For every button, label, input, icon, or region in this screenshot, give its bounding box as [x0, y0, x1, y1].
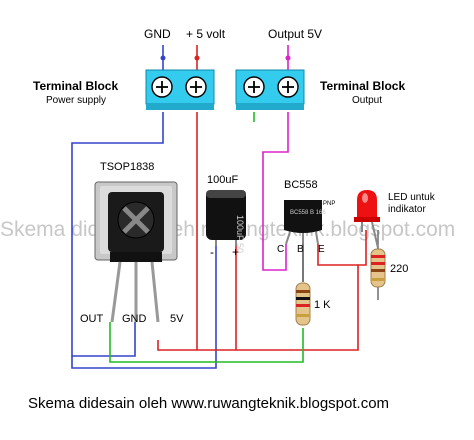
ir-sensor-name: TSOP1838 — [100, 161, 154, 173]
output-terminal-title: Terminal Block — [320, 79, 405, 93]
resistor-220-value: 220 — [390, 263, 408, 275]
footer-credit: Skema didesain oleh www.ruwangteknik.blo… — [28, 395, 389, 412]
transistor-marking: BC558 B 166 — [290, 210, 326, 216]
wire-5v-led — [358, 230, 367, 266]
capacitor-marking: 100uF 50 — [235, 215, 245, 253]
terminal-leads — [160, 45, 291, 70]
led-label-2: indikator — [388, 204, 426, 215]
wire-gnd-cap — [71, 244, 217, 369]
resistor-1k: 1 K — [295, 282, 331, 326]
ir-sensor: TSOP1838 OUT GND 5V — [80, 161, 184, 325]
terminal-block-output — [235, 69, 305, 110]
wire-5v-bus — [157, 244, 359, 351]
wire-output — [262, 112, 289, 271]
output-5v-label: Output 5V — [268, 27, 322, 41]
plus-5v-label: + 5 volt — [186, 27, 226, 41]
led: LED untuk indikator — [354, 190, 436, 249]
transistor-pin-e: E — [318, 244, 325, 255]
resistor-1k-value: 1 K — [314, 299, 331, 311]
resistor-220: 220 — [370, 248, 408, 288]
ir-pin-5v: 5V — [170, 313, 184, 325]
capacitor: 100uF 100uF 50 - + — [206, 174, 246, 259]
transistor: BC558 PNP BC558 B 166 C B E — [277, 179, 335, 255]
transistor-type: PNP — [323, 201, 335, 207]
capacitor-plus: + — [232, 245, 239, 259]
output-terminal-subtitle: Output — [352, 95, 382, 106]
ir-pin-out: OUT — [80, 313, 104, 325]
transistor-name: BC558 — [284, 179, 318, 191]
transistor-pin-c: C — [277, 244, 284, 255]
power-terminal-title: Terminal Block — [33, 79, 118, 93]
terminal-block-power — [145, 69, 215, 110]
capacitor-minus: - — [210, 245, 214, 259]
wire-gnd — [71, 112, 164, 357]
ir-pin-gnd: GND — [122, 313, 147, 325]
wire-out — [109, 322, 304, 363]
power-terminal-subtitle: Power supply — [46, 95, 106, 106]
transistor-pin-b: B — [297, 244, 304, 255]
gnd-label: GND — [144, 27, 171, 41]
led-label-1: LED untuk — [388, 192, 436, 203]
capacitor-value: 100uF — [207, 174, 238, 186]
